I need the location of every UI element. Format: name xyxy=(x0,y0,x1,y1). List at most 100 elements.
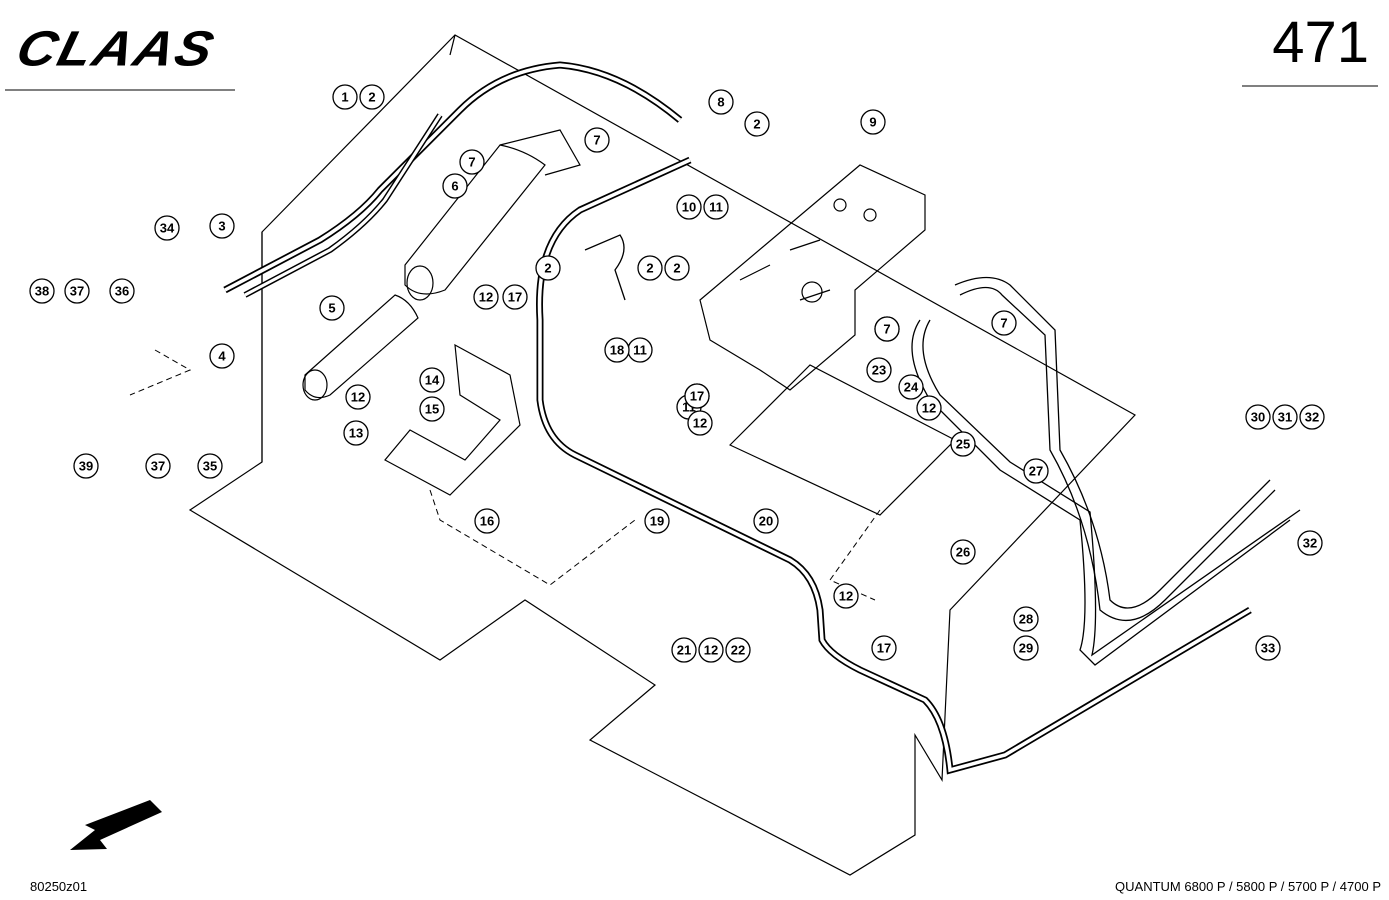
callout-number: 4 xyxy=(218,349,226,364)
callout-number: 30 xyxy=(1251,410,1265,425)
callout-balloon xyxy=(744,111,770,137)
callout-number: 7 xyxy=(593,133,600,148)
callout-number: 9 xyxy=(869,115,876,130)
callout-number: 29 xyxy=(1019,641,1033,656)
callout-number: 20 xyxy=(759,514,773,529)
callout-balloon xyxy=(197,453,223,479)
callout-balloon xyxy=(359,84,385,110)
callout-balloon xyxy=(725,637,751,663)
callout-balloon xyxy=(535,255,561,281)
callout-balloon xyxy=(474,508,500,534)
callout-number: 14 xyxy=(425,373,440,388)
callout-number: 15 xyxy=(425,402,439,417)
callout-balloon xyxy=(1013,606,1039,632)
callout-balloon xyxy=(1299,404,1325,430)
steel-pipes xyxy=(584,234,1301,666)
callout-balloon xyxy=(154,215,180,241)
callout-number: 32 xyxy=(1305,410,1319,425)
callout-balloon xyxy=(1023,458,1049,484)
callout-number: 2 xyxy=(753,117,760,132)
callout-balloon xyxy=(1297,530,1323,556)
callout-balloon xyxy=(671,637,697,663)
callout-balloon xyxy=(604,337,630,363)
callout-number: 35 xyxy=(203,459,217,474)
filter-bracket xyxy=(384,343,521,496)
callout-number: 2 xyxy=(673,261,680,276)
callout-number: 12 xyxy=(839,589,853,604)
callout-balloon xyxy=(916,395,942,421)
callout-number: 31 xyxy=(1278,410,1292,425)
callout-balloon xyxy=(860,109,886,135)
control-valve-block xyxy=(699,164,926,391)
callout-number: 2 xyxy=(544,261,551,276)
callout-number: 11 xyxy=(633,343,647,358)
callout-balloon xyxy=(419,396,445,422)
callout-number: 8 xyxy=(717,95,724,110)
callout-balloon xyxy=(950,431,976,457)
callout-number: 6 xyxy=(451,179,458,194)
callout-balloon xyxy=(866,357,892,383)
callout-number: 23 xyxy=(872,363,886,378)
callout-number: 2 xyxy=(646,261,653,276)
callout-balloon xyxy=(708,89,734,115)
callout-balloon xyxy=(442,173,468,199)
callout-balloon xyxy=(664,255,690,281)
callout-number: 22 xyxy=(731,643,745,658)
callout-balloon xyxy=(1255,635,1281,661)
callout-number: 36 xyxy=(115,284,129,299)
callout-number: 10 xyxy=(682,200,696,215)
callout-balloon xyxy=(644,508,670,534)
callout-number: 37 xyxy=(70,284,84,299)
callout-balloon xyxy=(29,278,55,304)
callout-number: 38 xyxy=(35,284,49,299)
callout-balloon xyxy=(753,508,779,534)
callout-balloon xyxy=(209,343,235,369)
callout-balloon xyxy=(833,583,859,609)
callout-balloon xyxy=(1013,635,1039,661)
callout-balloon xyxy=(419,367,445,393)
callout-balloon xyxy=(703,194,729,220)
callout-number: 17 xyxy=(690,389,704,404)
callout-balloon xyxy=(473,284,499,310)
callout-balloon xyxy=(209,213,235,239)
callout-number: 18 xyxy=(610,343,624,358)
callout-number: 7 xyxy=(883,322,890,337)
callout-number: 21 xyxy=(677,643,691,658)
callout-balloon xyxy=(874,316,900,342)
callout-group: 1222223456777778910111111121212121212131… xyxy=(29,84,1325,663)
callout-number: 28 xyxy=(1019,612,1033,627)
callout-balloon xyxy=(109,278,135,304)
callout-balloon xyxy=(684,383,710,409)
callout-number: 24 xyxy=(904,380,919,395)
callout-number: 5 xyxy=(328,301,335,316)
callout-balloon xyxy=(687,410,713,436)
page-number: 471 xyxy=(1272,10,1369,75)
pressure-filter xyxy=(302,129,581,401)
callout-number: 17 xyxy=(877,641,891,656)
callout-number: 39 xyxy=(79,459,93,474)
callout-number: 33 xyxy=(1261,641,1275,656)
callout-balloon xyxy=(332,84,358,110)
callout-number: 17 xyxy=(508,290,522,305)
callout-balloon xyxy=(502,284,528,310)
callout-balloon xyxy=(871,635,897,661)
callout-number: 13 xyxy=(349,426,363,441)
callout-balloon xyxy=(73,453,99,479)
callout-number: 7 xyxy=(1000,316,1007,331)
callout-number: 7 xyxy=(468,155,475,170)
callout-number: 27 xyxy=(1029,464,1043,479)
callout-balloon xyxy=(637,255,663,281)
callout-number: 37 xyxy=(151,459,165,474)
callout-balloon xyxy=(950,539,976,565)
figure-code: 80250z01 xyxy=(30,879,88,894)
callout-balloon xyxy=(459,149,485,175)
callout-balloon xyxy=(991,310,1017,336)
callout-balloon xyxy=(1245,404,1271,430)
callout-number: 12 xyxy=(351,390,365,405)
callout-balloon xyxy=(319,295,345,321)
direction-arrow-icon xyxy=(70,800,162,850)
callout-number: 1 xyxy=(341,90,348,105)
callout-balloon xyxy=(343,420,369,446)
